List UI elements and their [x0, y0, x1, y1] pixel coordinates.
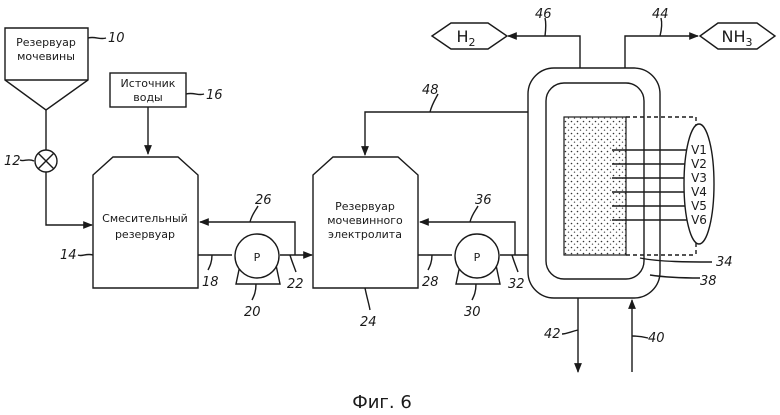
electrolyzer	[527, 67, 697, 299]
valve	[34, 149, 58, 173]
ref-12: 12	[4, 154, 21, 169]
voltage-group: V1 V2 V3 V4 V5 V6	[683, 123, 715, 245]
nh3-output: NH3	[698, 22, 777, 50]
electrolyte-tank-label-2: мочевинного	[327, 214, 403, 227]
electrolyte-tank-label-3: электролита	[328, 228, 402, 241]
ref-22: 22	[287, 277, 304, 292]
figure-caption: Фиг. 6	[352, 392, 412, 413]
voltage-v6: V6	[691, 213, 707, 227]
ref-44: 44	[652, 7, 669, 22]
ref-34: 34	[716, 255, 733, 270]
voltage-v2: V2	[691, 157, 707, 171]
ref-40: 40	[648, 331, 665, 346]
urea-reservoir: Резервуар мочевины	[4, 27, 89, 111]
nh3-label: NH3	[722, 27, 753, 49]
ref-30: 30	[464, 305, 481, 320]
ref-46: 46	[535, 7, 552, 22]
water-source: Источник воды	[109, 72, 187, 108]
urea-reservoir-label-1: Резервуар	[16, 36, 76, 49]
voltage-v4: V4	[691, 185, 707, 199]
ref-48: 48	[422, 83, 439, 98]
pump-2-label: P	[474, 251, 481, 264]
ref-20: 20	[244, 305, 261, 320]
electrode-stack	[563, 116, 627, 256]
voltage-v1: V1	[691, 143, 707, 157]
water-source-label-2: воды	[133, 91, 163, 104]
electrolyte-tank-label-1: Резервуар	[335, 200, 395, 213]
h2-output: H2	[430, 22, 509, 50]
mixing-tank: Смесительный резервуар	[92, 156, 199, 289]
ref-28: 28	[422, 275, 439, 290]
ref-26: 26	[255, 193, 272, 208]
pump-2: P	[454, 233, 501, 285]
ref-10: 10	[108, 31, 125, 46]
ref-14: 14	[60, 248, 77, 263]
mixing-tank-label-1: Смесительный	[102, 212, 188, 225]
ref-16: 16	[206, 88, 223, 103]
mixing-tank-label-2: резервуар	[115, 228, 175, 241]
ref-32: 32	[508, 277, 525, 292]
pump-1-label: P	[254, 251, 261, 264]
ref-38: 38	[700, 274, 717, 289]
voltage-v3: V3	[691, 171, 707, 185]
voltage-v5: V5	[691, 199, 707, 213]
ref-42: 42	[544, 327, 561, 342]
ref-18: 18	[202, 275, 219, 290]
h2-label: H2	[456, 27, 475, 49]
electrolyte-tank: Резервуар мочевинного электролита	[312, 156, 419, 289]
ref-24: 24	[360, 315, 377, 330]
water-source-label-1: Источник	[121, 77, 176, 90]
ref-36: 36	[475, 193, 492, 208]
pump-1: P	[234, 233, 281, 285]
urea-reservoir-label-2: мочевины	[17, 50, 75, 63]
